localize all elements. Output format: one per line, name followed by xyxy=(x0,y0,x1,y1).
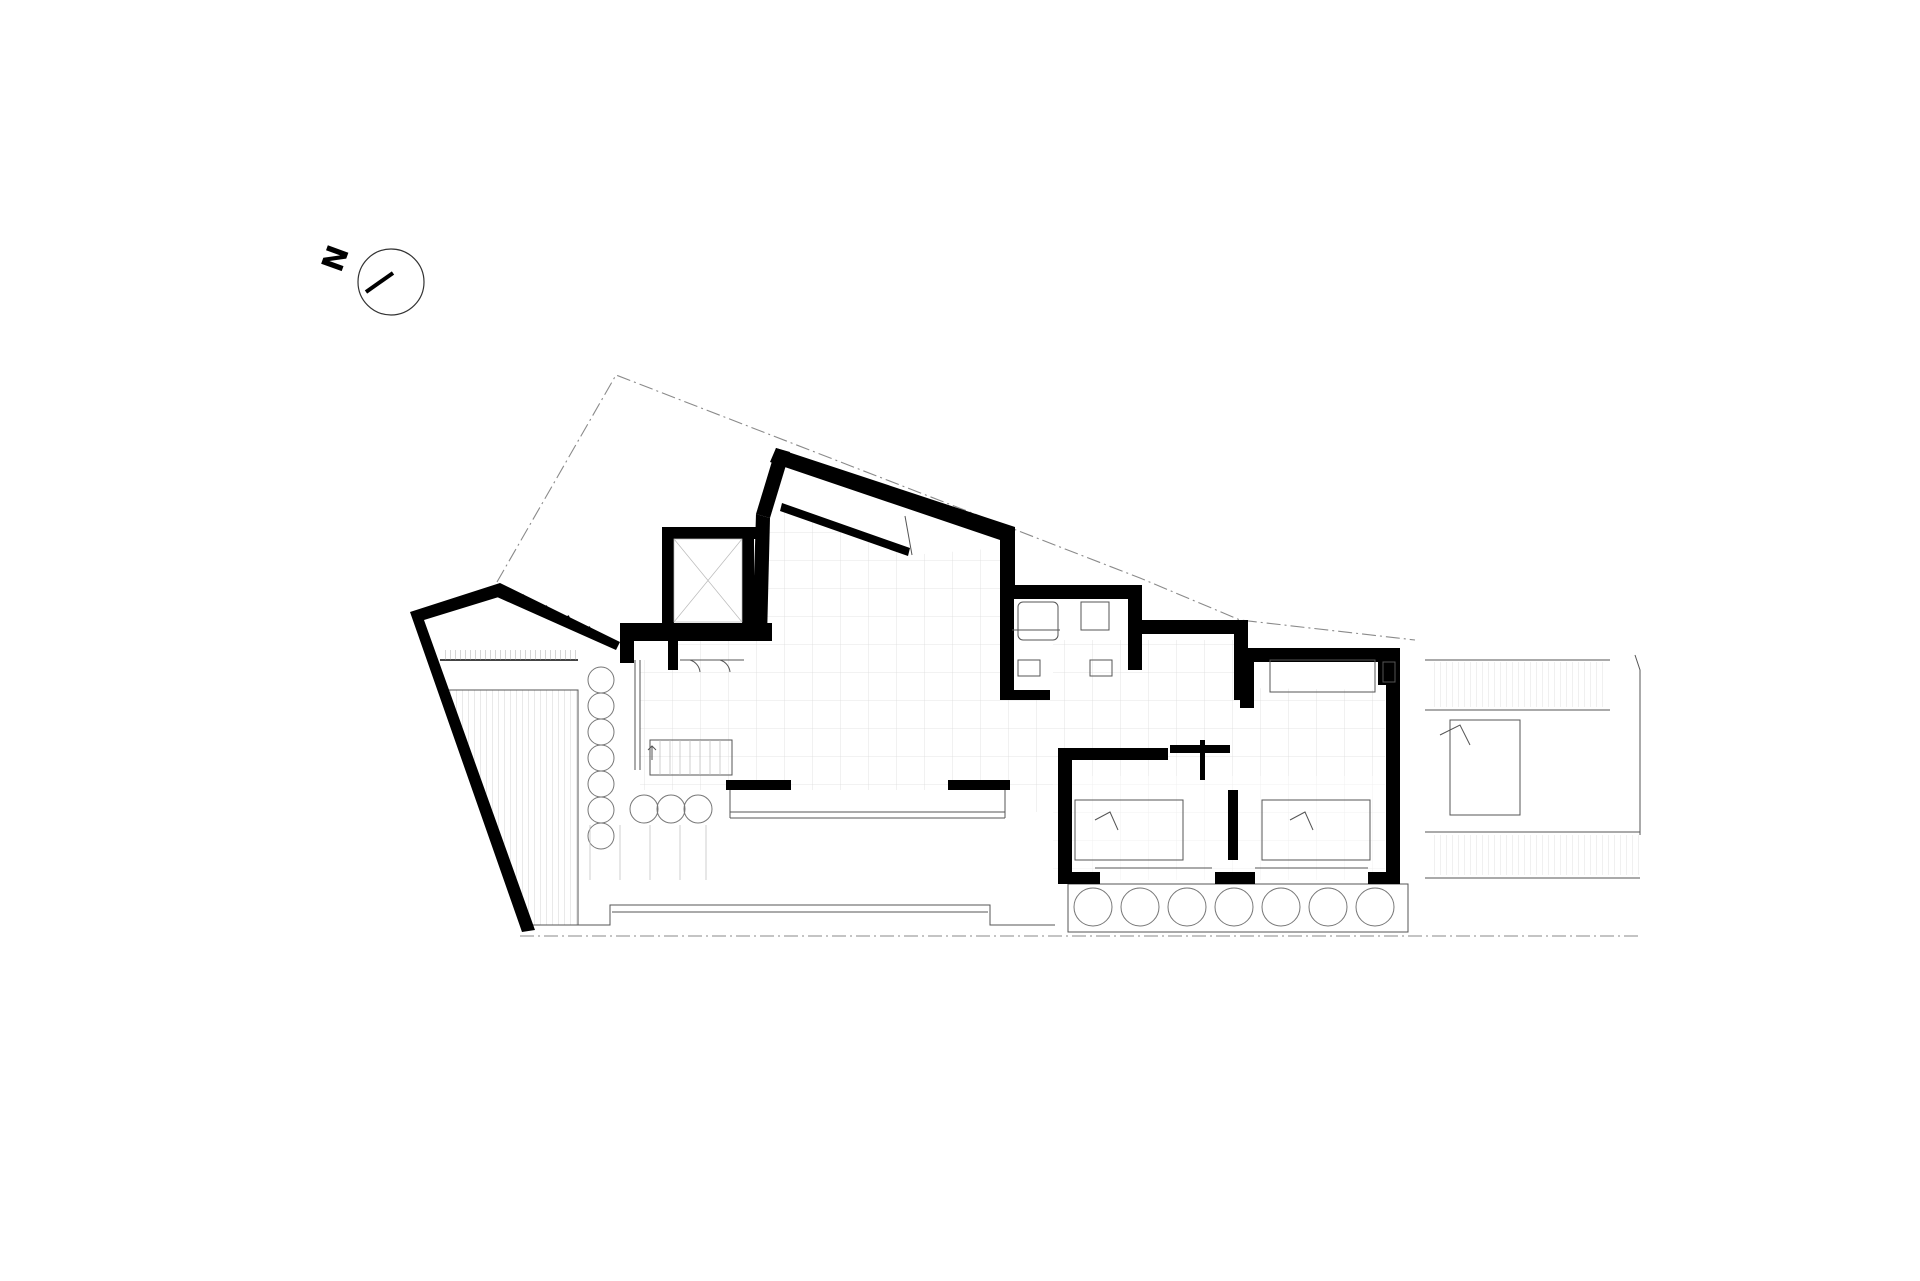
bathroom-fixtures xyxy=(1012,601,1113,677)
site-boundary xyxy=(496,374,1640,937)
main-walls xyxy=(620,448,1400,884)
stair xyxy=(647,739,733,776)
planting-trees xyxy=(587,666,1395,927)
glazing xyxy=(634,515,1368,869)
south-planter xyxy=(578,883,1409,933)
north-circle xyxy=(357,248,425,316)
west-wedge-wall xyxy=(410,583,620,932)
north-arrow: N xyxy=(315,241,425,316)
bedroom-furniture xyxy=(1074,659,1376,861)
neighbour-east xyxy=(1425,654,1641,879)
north-needle xyxy=(364,271,395,294)
floor-grid xyxy=(640,505,1385,880)
north-letter: N xyxy=(315,241,356,277)
